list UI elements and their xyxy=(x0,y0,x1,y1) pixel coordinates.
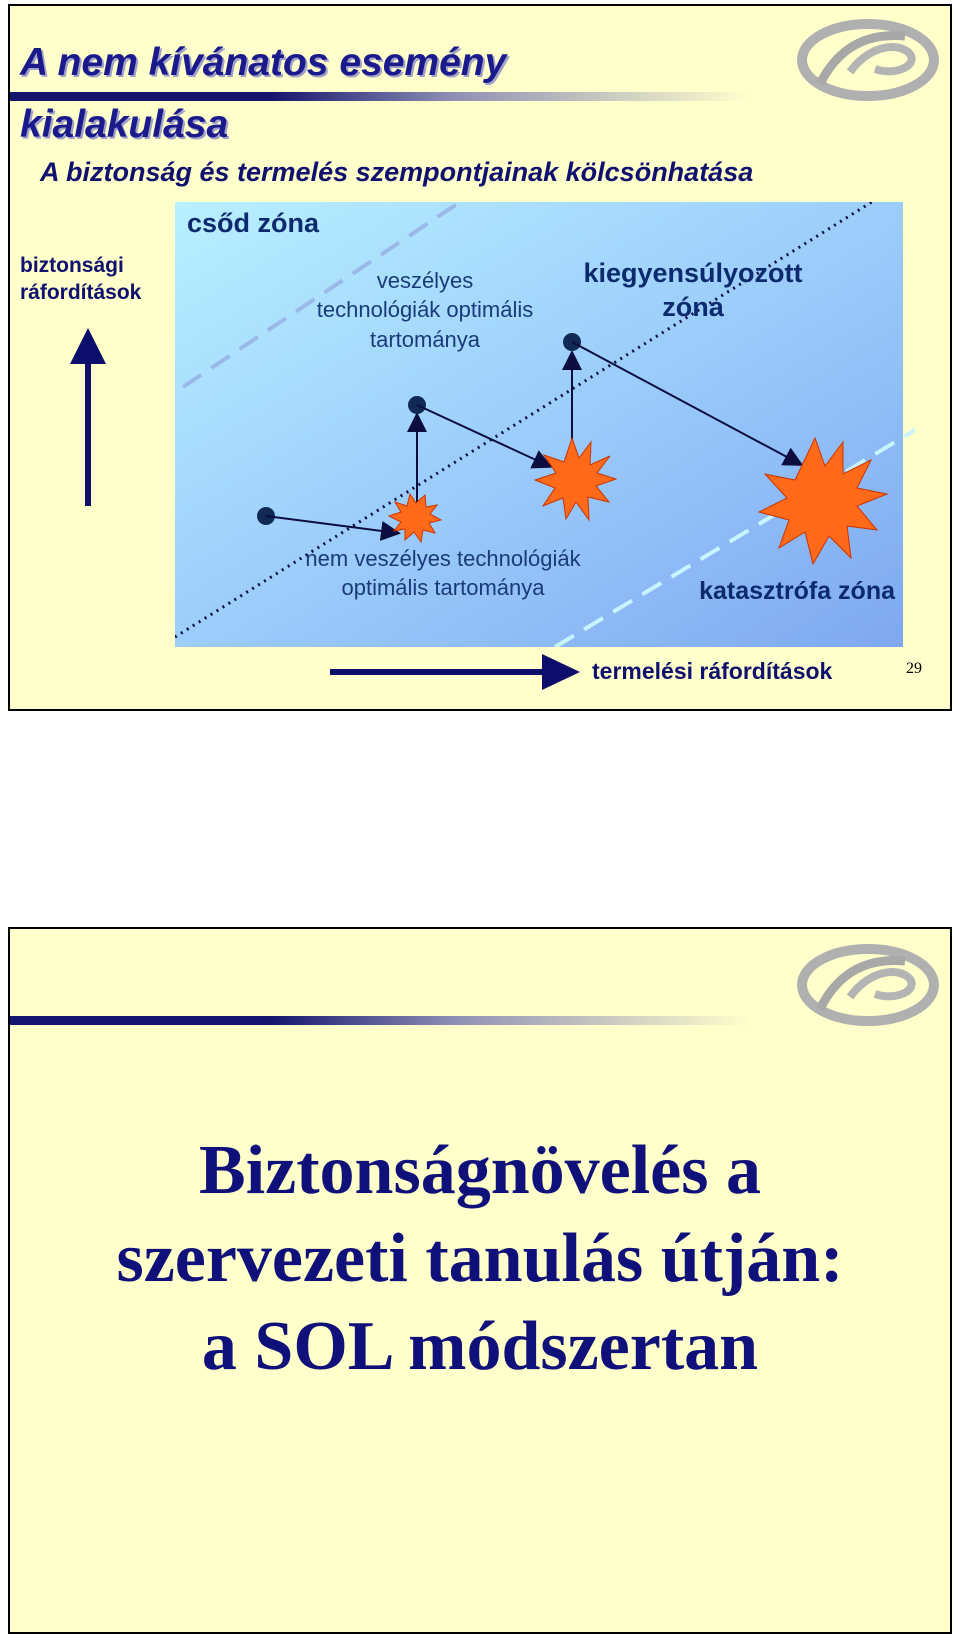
explosion-large-icon xyxy=(757,436,889,566)
zone-catastrophe-label: katasztrófa zóna xyxy=(699,577,896,605)
y-axis-label-line-2: ráfordítások xyxy=(20,281,142,304)
zone-balanced-label-1: kiegyensúlyozott xyxy=(583,258,802,288)
header-divider xyxy=(10,92,750,101)
zone-dangerous-label-3: tartománya xyxy=(370,327,481,352)
catastrophe-boundary-line xyxy=(553,427,915,647)
zone-dangerous-label-1: veszélyes xyxy=(377,268,474,293)
diagram-background xyxy=(175,202,903,647)
zone-balanced-label-2: zóna xyxy=(662,292,724,322)
slide-2-title-line-1: Biztonságnövelés a xyxy=(199,1132,761,1209)
slide-title-line-1: A nem kívánatos esemény xyxy=(20,41,507,84)
arrow-3 xyxy=(416,404,553,469)
zone-safe-label-1: nem veszélyes technológiák xyxy=(305,546,581,571)
slide-2-title-line-2: szervezeti tanulás útján: xyxy=(116,1220,844,1297)
arrow-5 xyxy=(571,341,804,466)
logo-emblem-icon xyxy=(797,19,939,101)
zone-bankruptcy-label: csőd zóna xyxy=(187,208,320,238)
y-axis-label: biztonsági ráfordítások xyxy=(20,252,141,306)
arrow-1 xyxy=(265,515,401,541)
slide-2: Biztonságnövelés a szervezeti tanulás út… xyxy=(8,927,952,1634)
balance-diagonal-line xyxy=(175,202,875,639)
up-arrow-icon xyxy=(70,328,106,506)
y-axis-label-line-1: biztonsági xyxy=(20,254,124,277)
explosion-medium-icon xyxy=(533,436,618,522)
slide-1: A nem kívánatos esemény kialakulása A bi… xyxy=(8,4,952,711)
zone-dangerous-label-2: technológiák optimális xyxy=(317,297,533,322)
header-divider xyxy=(10,1016,750,1025)
slide-subtitle: A biztonság és termelés szempontjainak k… xyxy=(40,157,754,187)
zone-safe-label-2: optimális tartománya xyxy=(342,575,546,600)
slide-title-line-2: kialakulása xyxy=(20,103,229,146)
logo-emblem-icon xyxy=(797,944,939,1026)
slide-2-title-line-3: a SOL módszertan xyxy=(201,1308,759,1385)
right-arrow-icon xyxy=(330,654,580,690)
page-number: 29 xyxy=(906,660,922,677)
explosion-small-icon xyxy=(387,492,443,544)
bankruptcy-boundary-line xyxy=(181,202,462,389)
zone-diagram: csőd zóna veszélyes technológiák optimál… xyxy=(175,202,915,647)
x-axis-label: termelési ráfordítások xyxy=(592,658,833,684)
